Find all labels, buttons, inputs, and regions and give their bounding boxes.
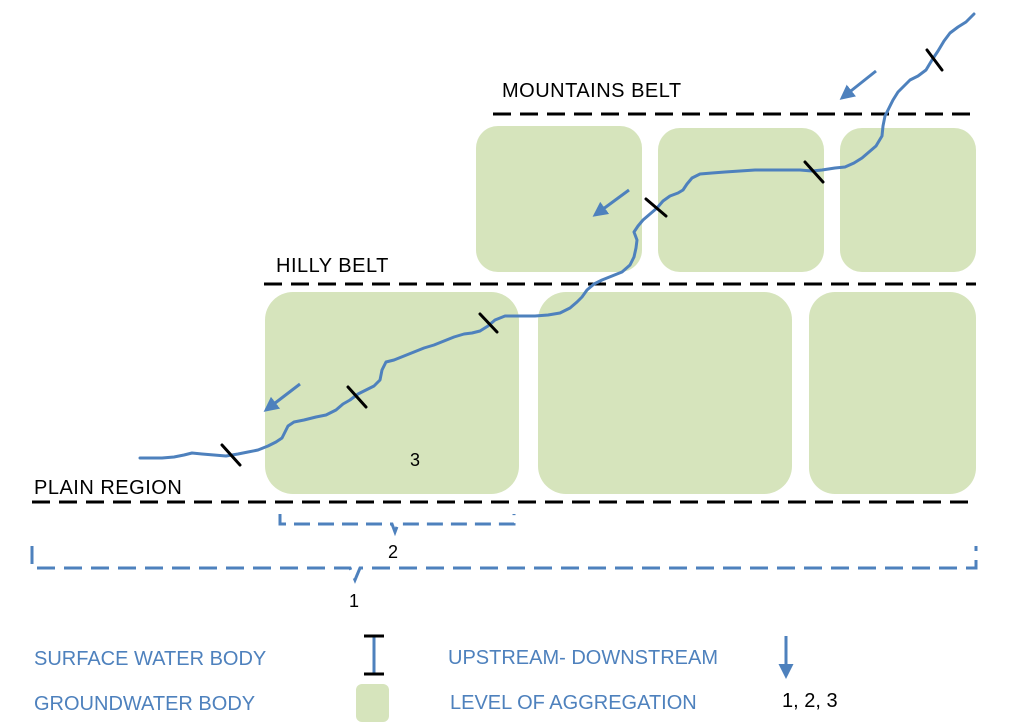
flow-arrow xyxy=(592,188,630,217)
belt-boundaries xyxy=(32,112,976,504)
legend: SURFACE WATER BODY GROUNDWATER BODY UPST… xyxy=(34,634,838,722)
mountains-belt-label: MOUNTAINS BELT xyxy=(502,80,682,102)
river-break-mark xyxy=(925,48,944,72)
groundwater-block-hilly-1 xyxy=(265,292,519,494)
groundwater-symbol-icon xyxy=(356,684,389,722)
river-break-mark xyxy=(220,443,242,467)
river-break-mark xyxy=(346,385,368,409)
aggregation-label-3: 3 xyxy=(410,450,420,470)
groundwater-block-mountain-2 xyxy=(658,128,824,272)
groundwater-block-hilly-3 xyxy=(809,292,976,494)
aggregation-label-1: 1 xyxy=(349,591,359,611)
river-break-marks xyxy=(220,48,944,467)
groundwater-block-mountain-3 xyxy=(840,128,976,272)
river-break-mark xyxy=(644,197,668,218)
legend-level-of-aggregation-label: LEVEL OF AGGREGATION xyxy=(450,692,697,714)
aggregation-bracket-level1 xyxy=(30,546,978,584)
legend-aggregation-values: 1, 2, 3 xyxy=(782,690,838,712)
aggregation-label-2: 2 xyxy=(388,542,398,562)
flow-arrow xyxy=(839,69,877,100)
groundwater-block-mountain-1 xyxy=(476,126,642,272)
aggregation-bracket-level2 xyxy=(278,514,516,537)
plain-region-label: PLAIN REGION xyxy=(34,477,182,499)
legend-groundwater-label: GROUNDWATER BODY xyxy=(34,693,255,715)
legend-surface-water-label: SURFACE WATER BODY xyxy=(34,648,266,670)
surface-water-symbol-icon xyxy=(364,634,384,676)
river-break-mark xyxy=(803,160,825,184)
river-break-mark xyxy=(478,312,499,334)
flow-arrows xyxy=(263,69,877,412)
groundwater-block-hilly-2 xyxy=(538,292,792,494)
groundwater-blocks xyxy=(265,126,976,494)
legend-upstream-downstream-label: UPSTREAM- DOWNSTREAM xyxy=(448,647,718,669)
hilly-belt-label: HILLY BELT xyxy=(276,255,389,277)
river-line xyxy=(138,12,976,460)
flow-arrow xyxy=(263,382,301,412)
